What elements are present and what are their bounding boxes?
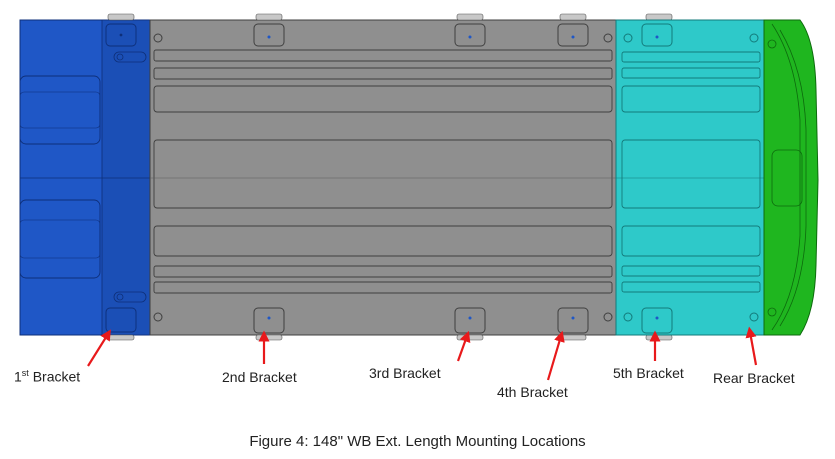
arrow-3rd-bracket [456,330,471,362]
label-3rd-bracket: 3rd Bracket [369,365,441,381]
label-2nd-bracket: 2nd Bracket [222,369,297,385]
bracket-arrows [87,326,758,381]
rear-floor-section [615,19,765,336]
front-floor-section [19,19,151,336]
label-rear-bracket: Rear Bracket [713,370,795,386]
arrow-rear-bracket [745,326,758,366]
arrow-4th-bracket [546,330,565,381]
label-1st-bracket-number: 1 [14,368,22,385]
rear-bumper [763,19,819,336]
label-1st-bracket: 1st Bracket [14,368,80,385]
label-1st-bracket-word: Bracket [28,368,81,385]
label-1st-bracket-suffix: st [21,368,29,378]
middle-floor-section [107,13,673,341]
label-5th-bracket: 5th Bracket [613,365,684,381]
arrow-1st-bracket [87,329,111,367]
label-4th-bracket: 4th Bracket [497,384,568,400]
figure-caption: Figure 4: 148" WB Ext. Length Mounting L… [249,433,586,450]
